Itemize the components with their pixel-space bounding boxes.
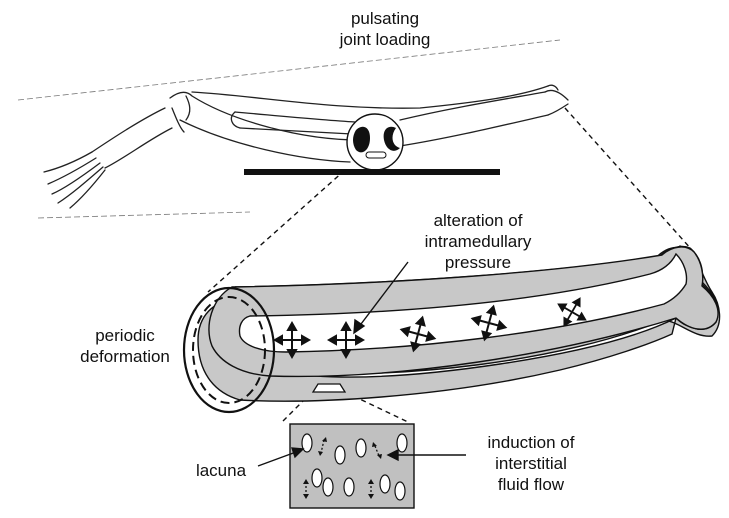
- label-joint-loading: pulsating joint loading: [339, 9, 431, 49]
- lacunae: [301, 433, 408, 501]
- label-fluid-flow: induction of interstitial fluid flow: [487, 433, 575, 494]
- pressure-arrow-5: [557, 297, 587, 327]
- lacuna-inset: [289, 423, 415, 509]
- pressure-arrows: [272, 297, 587, 360]
- lacuna-5: [311, 468, 323, 488]
- lacuna-8: [379, 474, 391, 494]
- sample-marker: [311, 383, 347, 393]
- pressure-arrow-3: [399, 315, 437, 353]
- lacuna-3: [355, 438, 367, 458]
- lacuna-4: [396, 433, 408, 453]
- lacuna-6: [322, 477, 334, 497]
- label-pressure: alteration of intramedullary pressure: [424, 211, 532, 272]
- label-deformation: periodic deformation: [80, 326, 170, 366]
- sketch-horizon-lines: [17, 39, 561, 219]
- pressure-arrow-2: [326, 320, 366, 360]
- lacuna-pointer: [257, 447, 305, 467]
- lacuna-1: [301, 433, 313, 453]
- pressure-arrow-1: [272, 320, 312, 360]
- fluid-flow-arrows: [303, 437, 382, 499]
- fluid-flow-pointer: [386, 448, 466, 462]
- lacuna-2: [334, 445, 346, 465]
- joint-circle: [346, 113, 404, 171]
- label-lacuna: lacuna: [195, 461, 247, 480]
- deformation-ellipses: [182, 286, 276, 414]
- lacuna-9: [394, 481, 406, 501]
- pressure-arrow-4: [470, 304, 508, 342]
- lacuna-7: [343, 477, 355, 497]
- pressure-pointer: [353, 261, 409, 335]
- limb-sketch: [43, 84, 569, 209]
